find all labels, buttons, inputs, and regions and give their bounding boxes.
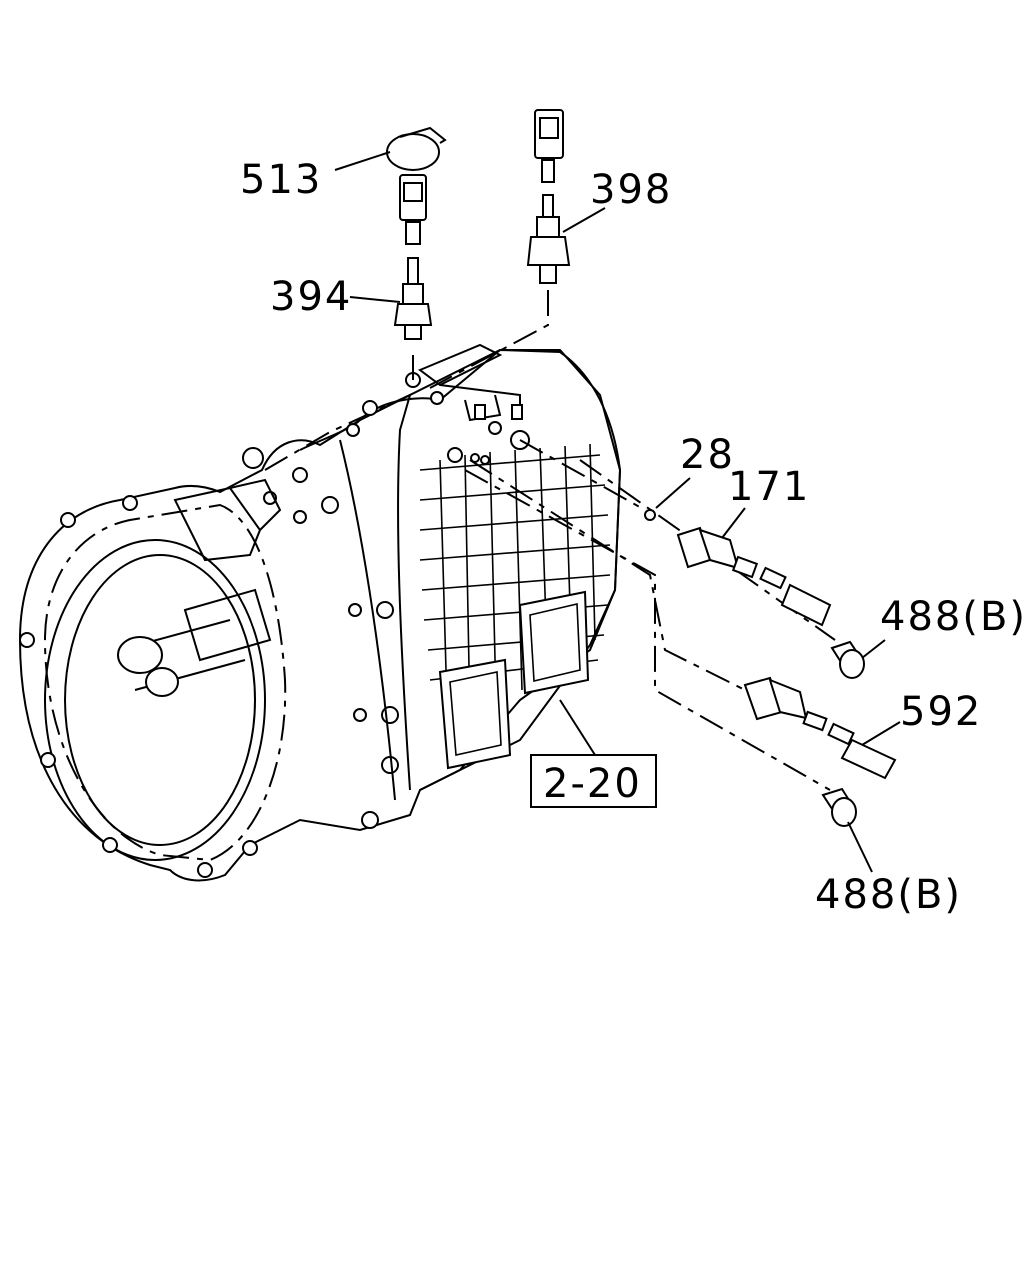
- callout-488b-upper: 488(B): [880, 594, 1024, 640]
- callout-398: 398: [590, 167, 672, 213]
- transmission-case: [18, 343, 622, 882]
- callout-513: 513: [240, 157, 322, 203]
- switch-398: [526, 109, 606, 284]
- sensor-592: [743, 676, 901, 780]
- callout-592: 592: [900, 689, 982, 735]
- callout-488b-lower: 488(B): [815, 872, 962, 918]
- sensor-171: [676, 507, 832, 627]
- callout-394: 394: [270, 274, 352, 320]
- seal-513: [334, 126, 447, 171]
- callout-28: 28: [680, 432, 735, 478]
- switch-394: [349, 174, 433, 340]
- ball-28: [644, 477, 691, 521]
- plug-488b-upper: [830, 639, 886, 679]
- callout-171: 171: [728, 464, 810, 510]
- plug-488b-lower: [821, 787, 873, 873]
- reference-label: 2-20: [543, 761, 642, 807]
- reference-box: [530, 754, 657, 808]
